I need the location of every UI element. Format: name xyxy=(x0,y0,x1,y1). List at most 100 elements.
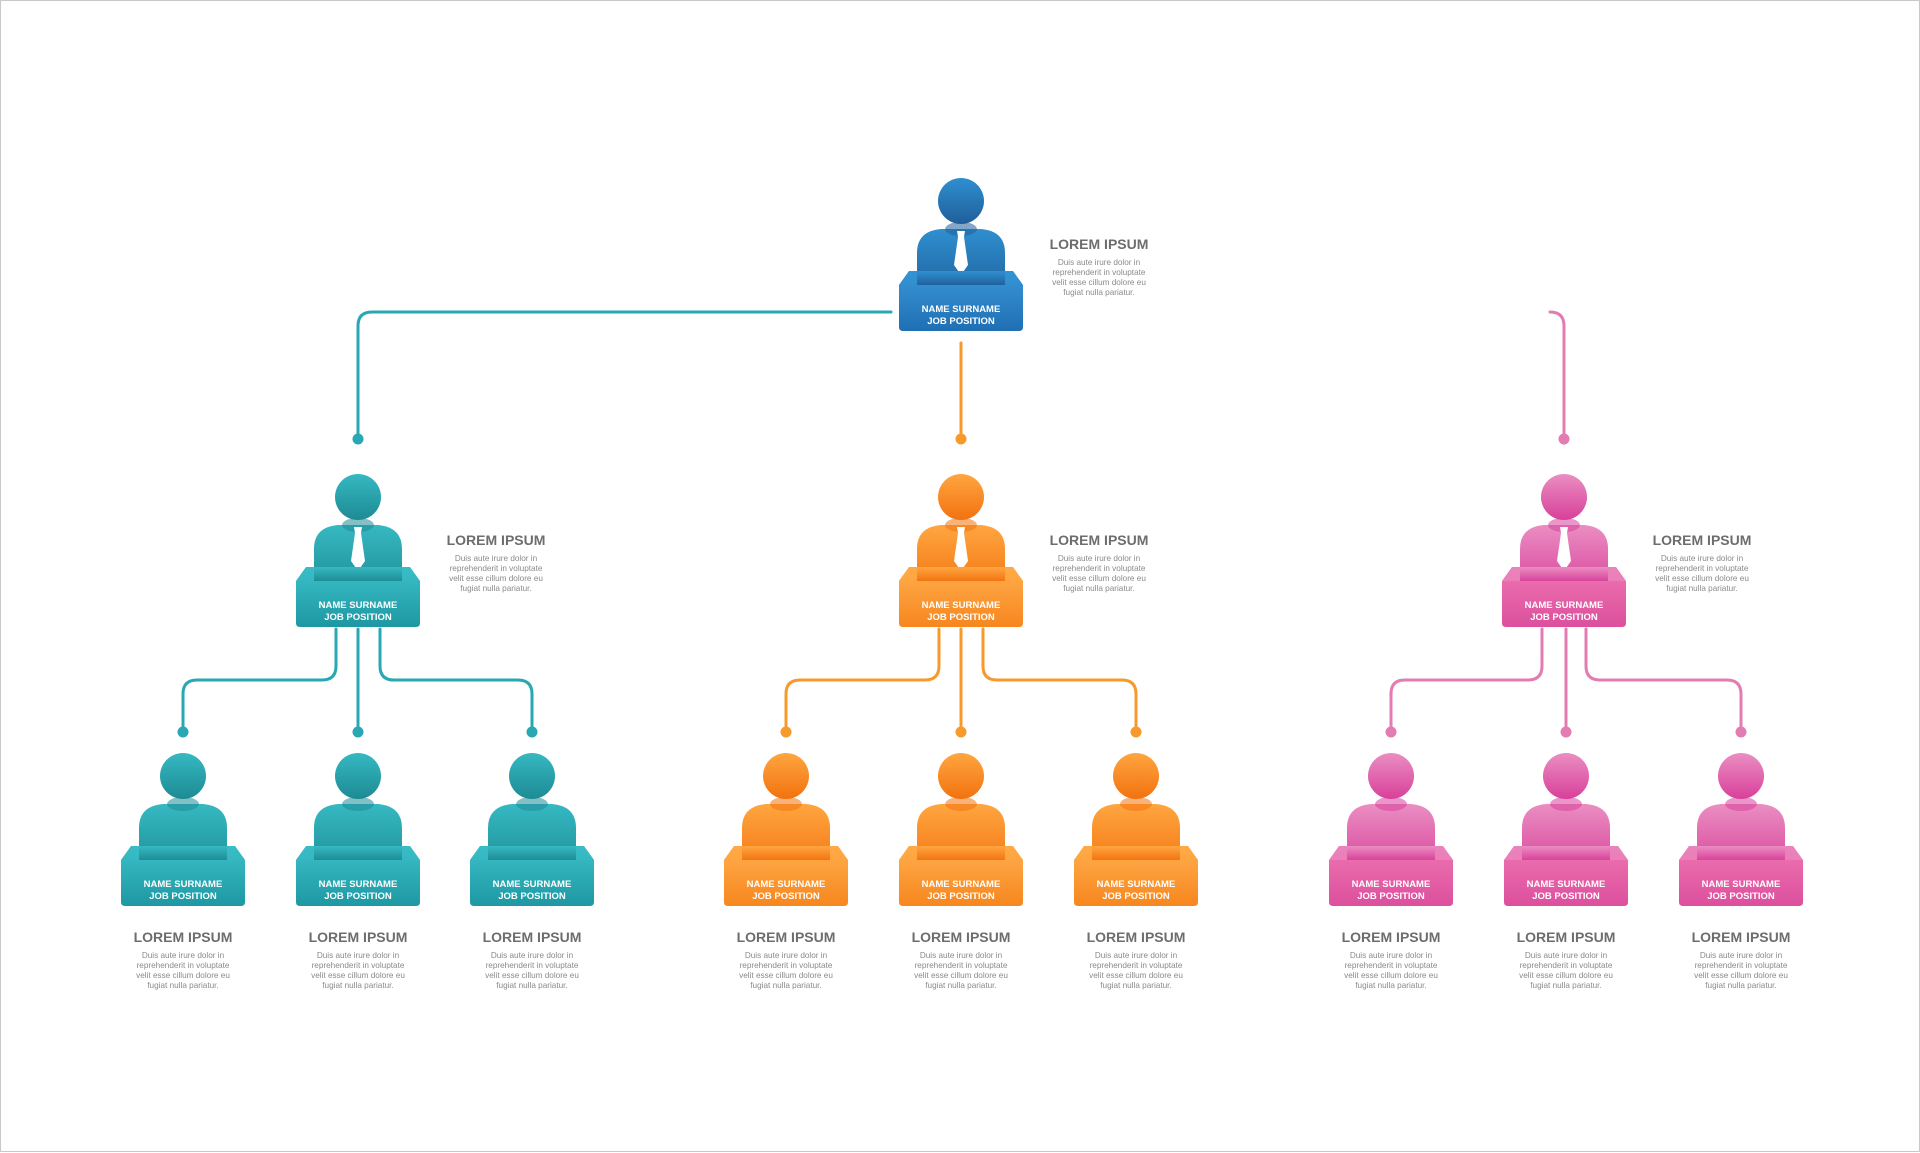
connector-line xyxy=(981,627,1138,732)
job-position-label: JOB POSITION xyxy=(927,612,995,623)
person-neck-shadow xyxy=(167,797,199,811)
job-position-label: JOB POSITION xyxy=(498,891,566,902)
job-position-label: JOB POSITION xyxy=(324,612,392,623)
person-head-icon xyxy=(335,474,381,520)
info-text-line: velit esse cillum dolore eu xyxy=(311,971,405,980)
connector-dot xyxy=(352,433,364,445)
connector-layer xyxy=(177,310,1747,738)
info-text-line: Duis aute irure dolor in xyxy=(142,951,225,960)
info-text-line: velit esse cillum dolore eu xyxy=(1655,574,1749,583)
info-text-line: Duis aute irure dolor in xyxy=(1058,258,1141,267)
job-position-label: JOB POSITION xyxy=(1530,612,1598,623)
person-neck-shadow xyxy=(1120,797,1152,811)
info-text-line: velit esse cillum dolore eu xyxy=(914,971,1008,980)
info-text-line: Duis aute irure dolor in xyxy=(745,951,828,960)
connector-line xyxy=(1389,627,1544,732)
info-title: LOREM IPSUM xyxy=(1517,929,1616,945)
name-plate xyxy=(121,846,245,906)
info-text-line: Duis aute irure dolor in xyxy=(1058,554,1141,563)
info-text-line: fugiat nulla pariatur. xyxy=(322,981,393,990)
info-block-staff-orange-1: LOREM IPSUM Duis aute irure dolor inrepre… xyxy=(737,929,836,990)
name-plate xyxy=(1502,567,1626,627)
name-label: NAME SURNAME xyxy=(922,304,1001,315)
connector-line xyxy=(378,627,534,732)
info-title: LOREM IPSUM xyxy=(309,929,408,945)
person-neck-shadow xyxy=(1550,797,1582,811)
info-title: LOREM IPSUM xyxy=(483,929,582,945)
connector-dot xyxy=(780,726,792,738)
person-body-base xyxy=(742,846,830,860)
connector-dot xyxy=(1385,726,1397,738)
name-label: NAME SURNAME xyxy=(319,600,398,611)
person-head-icon xyxy=(160,753,206,799)
connector-line xyxy=(784,627,941,732)
person-head-icon xyxy=(938,753,984,799)
info-text-line: reprehenderit in voluptate xyxy=(450,564,543,573)
info-text-line: velit esse cillum dolore eu xyxy=(739,971,833,980)
info-block-staff-orange-2: LOREM IPSUM Duis aute irure dolor inrepre… xyxy=(912,929,1011,990)
info-title: LOREM IPSUM xyxy=(447,532,546,548)
info-block-manager-teal: LOREM IPSUM Duis aute irure dolor inrepre… xyxy=(447,532,546,593)
name-label: NAME SURNAME xyxy=(493,879,572,890)
person-body-base xyxy=(1092,846,1180,860)
info-text-line: reprehenderit in voluptate xyxy=(1345,961,1438,970)
name-label: NAME SURNAME xyxy=(1352,879,1431,890)
info-title: LOREM IPSUM xyxy=(737,929,836,945)
name-plate xyxy=(1504,846,1628,906)
name-plate xyxy=(470,846,594,906)
person-neck-shadow xyxy=(1725,797,1757,811)
necktie-icon xyxy=(954,231,968,275)
info-text-line: velit esse cillum dolore eu xyxy=(485,971,579,980)
connector-dot xyxy=(1558,433,1570,445)
name-plate xyxy=(296,567,420,627)
info-title: LOREM IPSUM xyxy=(912,929,1011,945)
person-body-base xyxy=(314,846,402,860)
person-head-icon xyxy=(763,753,809,799)
name-label: NAME SURNAME xyxy=(144,879,223,890)
info-text-line: Duis aute irure dolor in xyxy=(455,554,538,563)
info-text-line: velit esse cillum dolore eu xyxy=(1519,971,1613,980)
necktie-icon xyxy=(954,527,968,571)
person-body-base xyxy=(917,846,1005,860)
name-plate xyxy=(1679,846,1803,906)
job-position-label: JOB POSITION xyxy=(1532,891,1600,902)
info-title: LOREM IPSUM xyxy=(1692,929,1791,945)
name-label: NAME SURNAME xyxy=(922,879,1001,890)
info-text-line: velit esse cillum dolore eu xyxy=(1089,971,1183,980)
job-position-label: JOB POSITION xyxy=(752,891,820,902)
person-neck-shadow xyxy=(945,518,977,532)
name-label: NAME SURNAME xyxy=(922,600,1001,611)
connector-dot xyxy=(1560,726,1572,738)
info-text-line: fugiat nulla pariatur. xyxy=(147,981,218,990)
info-text-line: fugiat nulla pariatur. xyxy=(1100,981,1171,990)
person-neck-shadow xyxy=(342,518,374,532)
info-title: LOREM IPSUM xyxy=(1087,929,1186,945)
info-text-line: Duis aute irure dolor in xyxy=(920,951,1003,960)
job-position-label: JOB POSITION xyxy=(927,316,995,327)
person-body-base xyxy=(139,846,227,860)
job-position-label: JOB POSITION xyxy=(149,891,217,902)
info-text-line: reprehenderit in voluptate xyxy=(1520,961,1613,970)
info-text-line: reprehenderit in voluptate xyxy=(915,961,1008,970)
person-body-base xyxy=(917,567,1005,581)
connector-dot xyxy=(955,726,967,738)
name-label: NAME SURNAME xyxy=(319,879,398,890)
person-body-base xyxy=(314,567,402,581)
person-neck-shadow xyxy=(945,797,977,811)
info-text-line: reprehenderit in voluptate xyxy=(740,961,833,970)
name-label: NAME SURNAME xyxy=(1525,600,1604,611)
person-head-icon xyxy=(1113,753,1159,799)
